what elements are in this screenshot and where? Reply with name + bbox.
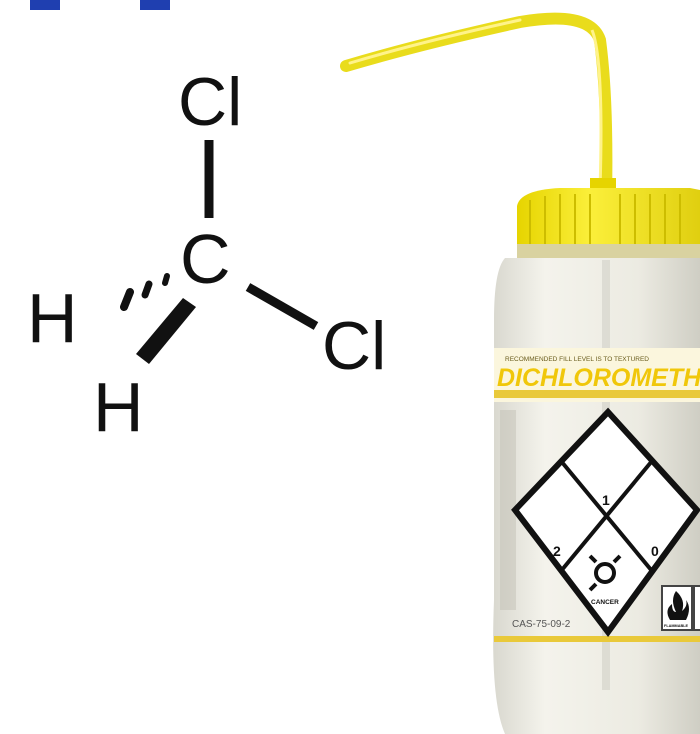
nfpa-flammability-value: 1 xyxy=(602,492,610,508)
fill-level-note: RECOMMENDED FILL LEVEL IS TO TEXTURED xyxy=(505,356,649,363)
atom-cl-right: Cl xyxy=(322,308,387,384)
spout-highlight xyxy=(348,18,522,65)
second-pictogram-edge xyxy=(693,585,700,631)
atom-h-bottom: H xyxy=(93,368,144,446)
flammable-icon xyxy=(661,585,693,631)
top-blue-bar-right xyxy=(140,0,170,10)
dashed-bond-c-h xyxy=(120,273,170,311)
nfpa-diamond xyxy=(511,407,700,638)
spout-highlight-vertical xyxy=(590,29,603,191)
cap-collar xyxy=(517,244,700,260)
atom-h-left: H xyxy=(27,279,78,357)
bottle-spout xyxy=(340,12,613,206)
atom-carbon: C xyxy=(180,220,231,298)
bottle-cap xyxy=(517,188,700,248)
cancer-hazard-icon xyxy=(588,554,622,592)
flammable-label: FLAMMABLE xyxy=(664,624,689,628)
atom-cl-top: Cl xyxy=(178,64,243,140)
cas-number: CAS-75-09-2 xyxy=(512,619,571,630)
bond-c-cl-right xyxy=(245,283,319,330)
side-label-text-block xyxy=(500,410,516,610)
nfpa-special-label: CANCER xyxy=(591,599,619,606)
wedge-bond-c-h xyxy=(136,298,196,364)
label-bottom-stripe xyxy=(494,636,700,642)
label-yellow-stripe xyxy=(494,390,700,398)
nfpa-health-value: 2 xyxy=(553,543,561,559)
cap-ridges xyxy=(529,194,681,246)
chemical-name: DICHLOROMETHANE xyxy=(497,364,700,392)
nfpa-reactivity-value: 0 xyxy=(651,543,659,559)
top-blue-bar-left xyxy=(30,0,60,10)
